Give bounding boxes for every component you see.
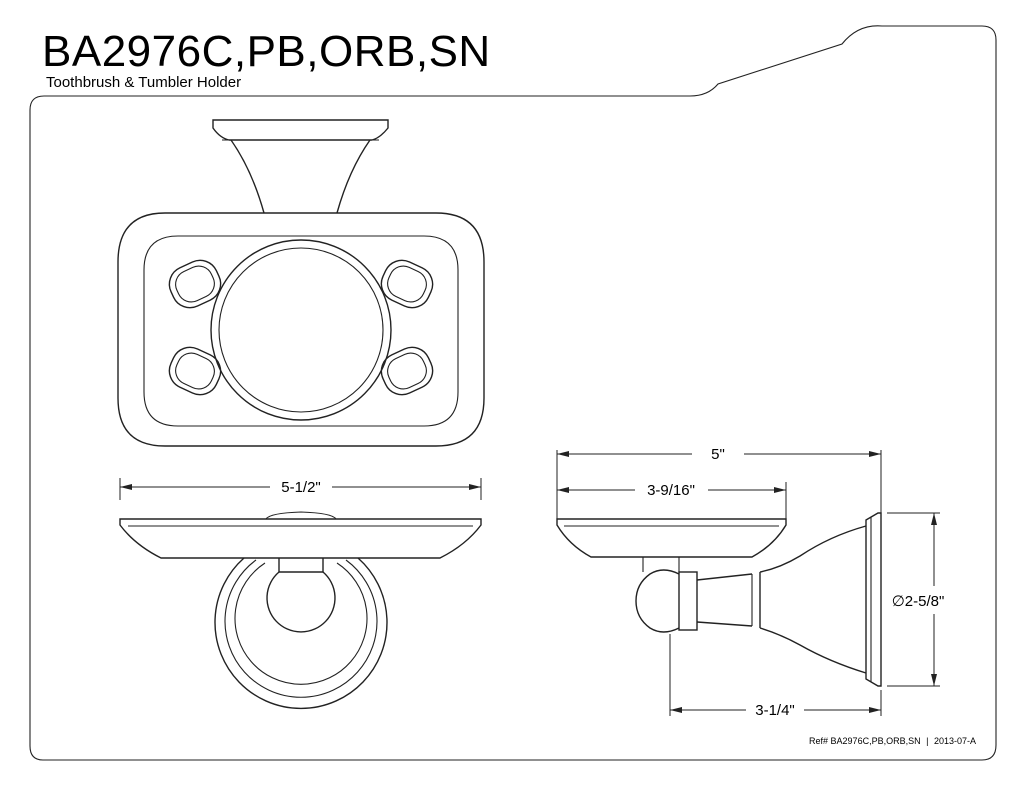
tumbler-ring	[210, 239, 392, 421]
toothbrush-slot-top-left	[168, 259, 222, 309]
footer-reference: Ref# BA2976C,PB,ORB,SN | 2013-07-A	[809, 736, 976, 746]
dim-overall-depth: 5"	[711, 446, 725, 463]
front-view: 5-1/2"	[119, 478, 482, 710]
footer-separator: |	[926, 736, 928, 746]
dim-tray-width: 5-1/2"	[281, 479, 321, 496]
dim-base-depth: 3-1/4"	[755, 702, 795, 719]
toothbrush-slot-bottom-right	[380, 346, 434, 396]
side-view: 5" 3-9/16" ∅2-5/8"	[556, 446, 945, 719]
top-view	[117, 119, 485, 447]
product-subtitle: Toothbrush & Tumbler Holder	[46, 74, 241, 91]
footer-ref-number: Ref# BA2976C,PB,ORB,SN	[809, 736, 921, 746]
toothbrush-slot-bottom-left	[168, 346, 222, 396]
model-title: BA2976C,PB,ORB,SN	[42, 27, 491, 76]
dim-tray-depth: 3-9/16"	[647, 482, 695, 499]
toothbrush-slot-top-right	[380, 259, 434, 309]
footer-revision: 2013-07-A	[934, 736, 976, 746]
dim-flange-diameter: ∅2-5/8"	[892, 593, 945, 610]
sheet-border	[29, 25, 997, 761]
